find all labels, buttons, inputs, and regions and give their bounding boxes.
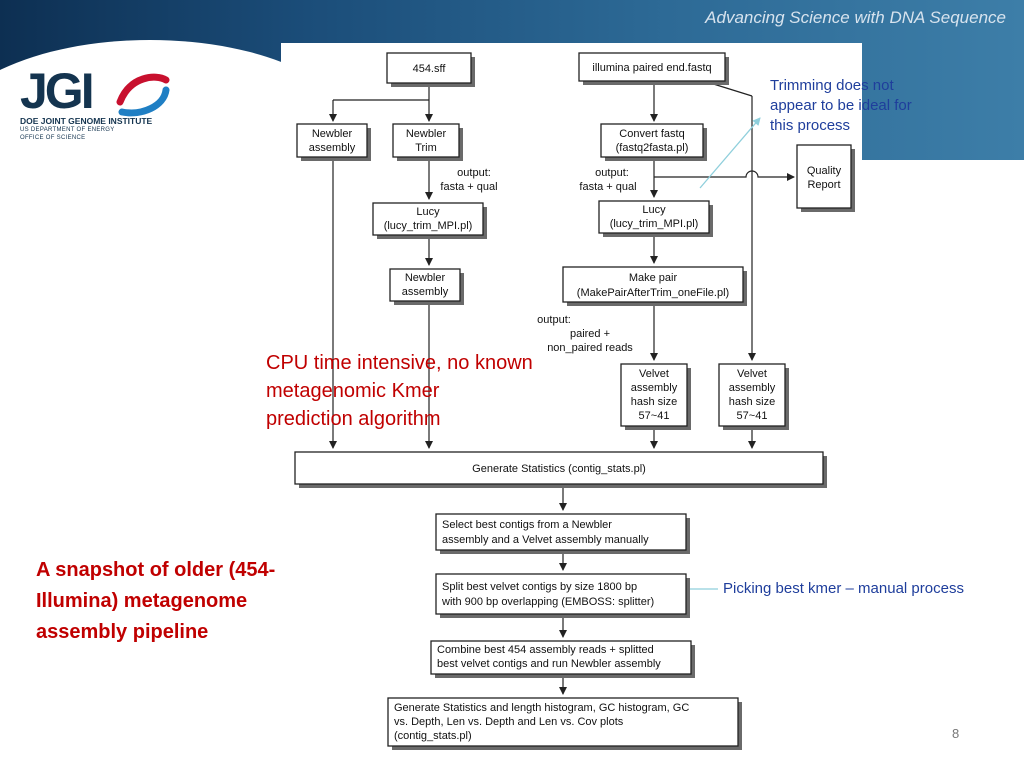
svg-text:illumina paired end.fastq: illumina paired end.fastq — [592, 62, 711, 74]
node-final-statistics: Generate Statistics and length histogram… — [387, 697, 742, 750]
node-convert-fastq: Convert fastq (fastq2fasta.pl) — [600, 123, 707, 161]
node-newbler-assembly-2: Newbler assembly — [389, 268, 464, 305]
diagram-panel — [281, 43, 862, 160]
svg-text:(lucy_trim_MPI.pl): (lucy_trim_MPI.pl) — [610, 218, 699, 230]
svg-text:output:: output: — [457, 167, 491, 179]
svg-text:Make pair: Make pair — [629, 272, 678, 284]
logo-line-department: US DEPARTMENT OF ENERGY — [20, 127, 115, 133]
svg-text:Velvet: Velvet — [639, 368, 669, 380]
node-velvet-1: Velvet assembly hash size 57~41 — [620, 363, 691, 430]
logo-line-institute: DOE JOINT GENOME INSTITUTE — [20, 116, 153, 126]
header-tagline: Advancing Science with DNA Sequence — [705, 8, 1006, 27]
node-quality-report: Quality Report — [796, 144, 855, 212]
note-trimming: Trimming does not appear to be ideal for… — [770, 77, 912, 134]
node-newbler-trim: Newbler Trim — [392, 123, 463, 161]
svg-text:Split best velvet contigs by s: Split best velvet contigs by size 1800 b… — [442, 581, 637, 593]
svg-text:vs. Depth, Len vs. Depth and L: vs. Depth, Len vs. Depth and Len vs. Cov… — [394, 716, 624, 728]
logo-swoosh-icon — [116, 73, 170, 117]
node-lucy-right: Lucy (lucy_trim_MPI.pl) — [598, 200, 713, 237]
logo-line-office: OFFICE OF SCIENCE — [20, 135, 86, 141]
svg-text:assembly: assembly — [402, 286, 449, 298]
page-number: 8 — [952, 726, 960, 741]
svg-text:(contig_stats.pl): (contig_stats.pl) — [394, 730, 472, 742]
label-convert-output: output: fasta + qual — [579, 167, 636, 193]
svg-text:57~41: 57~41 — [737, 410, 768, 422]
svg-text:assembly: assembly — [309, 142, 356, 154]
svg-text:Lucy: Lucy — [416, 206, 440, 218]
svg-text:Newbler: Newbler — [406, 128, 447, 140]
svg-text:best velvet contigs and run Ne: best velvet contigs and run Newbler asse… — [437, 658, 661, 670]
node-velvet-2: Velvet assembly hash size 57~41 — [718, 363, 789, 430]
svg-text:Lucy: Lucy — [642, 204, 666, 216]
node-split-best-velvet: Split best velvet contigs by size 1800 b… — [435, 573, 690, 618]
svg-text:assembly and a Velvet assembly: assembly and a Velvet assembly manually — [442, 534, 649, 546]
svg-text:Generate Statistics (contig_s: Generate Statistics (contig_stats.pl) — [472, 463, 646, 475]
svg-text:assembly: assembly — [729, 382, 776, 394]
jgi-logo: JGI DOE JOINT GENOME INSTITUTE US DEPART… — [20, 66, 195, 148]
svg-text:(lucy_trim_MPI.pl): (lucy_trim_MPI.pl) — [384, 220, 473, 232]
node-lucy-left: Lucy (lucy_trim_MPI.pl) — [372, 202, 487, 239]
svg-text:Report: Report — [807, 179, 840, 191]
note-snapshot: A snapshot of older (454- Illumina) meta… — [36, 559, 276, 643]
logo-mark: JGI — [20, 63, 95, 119]
node-454-sff: 454.sff — [386, 52, 475, 87]
diagram-edges — [329, 81, 795, 695]
svg-text:with 900 bp overlapping (EMBOS: with 900 bp overlapping (EMBOSS: splitte… — [441, 596, 654, 608]
svg-text:fasta + qual: fasta + qual — [579, 181, 636, 193]
svg-text:paired +: paired + — [570, 328, 610, 340]
note-kmer: Picking best kmer – manual process — [723, 580, 964, 597]
svg-text:hash size: hash size — [729, 396, 775, 408]
svg-text:output:: output: — [537, 314, 571, 326]
svg-text:57~41: 57~41 — [639, 410, 670, 422]
svg-text:output:: output: — [595, 167, 629, 179]
svg-text:Combine best 454 assembly read: Combine best 454 assembly reads + splitt… — [437, 644, 654, 656]
node-generate-statistics: Generate Statistics (contig_stats.pl) — [294, 451, 827, 488]
label-pair-output: output: paired + non_paired reads — [537, 314, 633, 354]
node-make-pair: Make pair (MakePairAfterTrim_oneFile.pl) — [562, 266, 747, 306]
svg-text:non_paired reads: non_paired reads — [547, 342, 633, 354]
svg-text:Generate Statistics and length: Generate Statistics and length histogram… — [394, 702, 689, 714]
svg-text:Convert fastq: Convert fastq — [619, 128, 684, 140]
svg-text:Quality: Quality — [807, 165, 842, 177]
svg-text:454.sff: 454.sff — [413, 63, 447, 75]
svg-text:hash size: hash size — [631, 396, 677, 408]
node-select-best-contigs: Select best contigs from a Newbler assem… — [435, 513, 690, 554]
svg-text:(fastq2fasta.pl): (fastq2fasta.pl) — [616, 142, 689, 154]
node-illumina-fastq: illumina paired end.fastq — [578, 52, 729, 85]
svg-text:(MakePairAfterTrim_oneFile.pl): (MakePairAfterTrim_oneFile.pl) — [577, 287, 729, 299]
node-newbler-assembly-1: Newbler assembly — [296, 123, 371, 161]
node-combine-best: Combine best 454 assembly reads + splitt… — [430, 640, 695, 678]
label-trim-output: output: fasta + qual — [440, 167, 497, 193]
svg-text:Velvet: Velvet — [737, 368, 767, 380]
svg-text:Select best contigs from a New: Select best contigs from a Newbler — [442, 519, 612, 531]
svg-text:Trim: Trim — [415, 142, 437, 154]
note-cpu-time: CPU time intensive, no known metagenomic… — [266, 352, 533, 430]
svg-text:assembly: assembly — [631, 382, 678, 394]
svg-text:fasta + qual: fasta + qual — [440, 181, 497, 193]
svg-text:Newbler: Newbler — [312, 128, 353, 140]
svg-text:Newbler: Newbler — [405, 272, 446, 284]
